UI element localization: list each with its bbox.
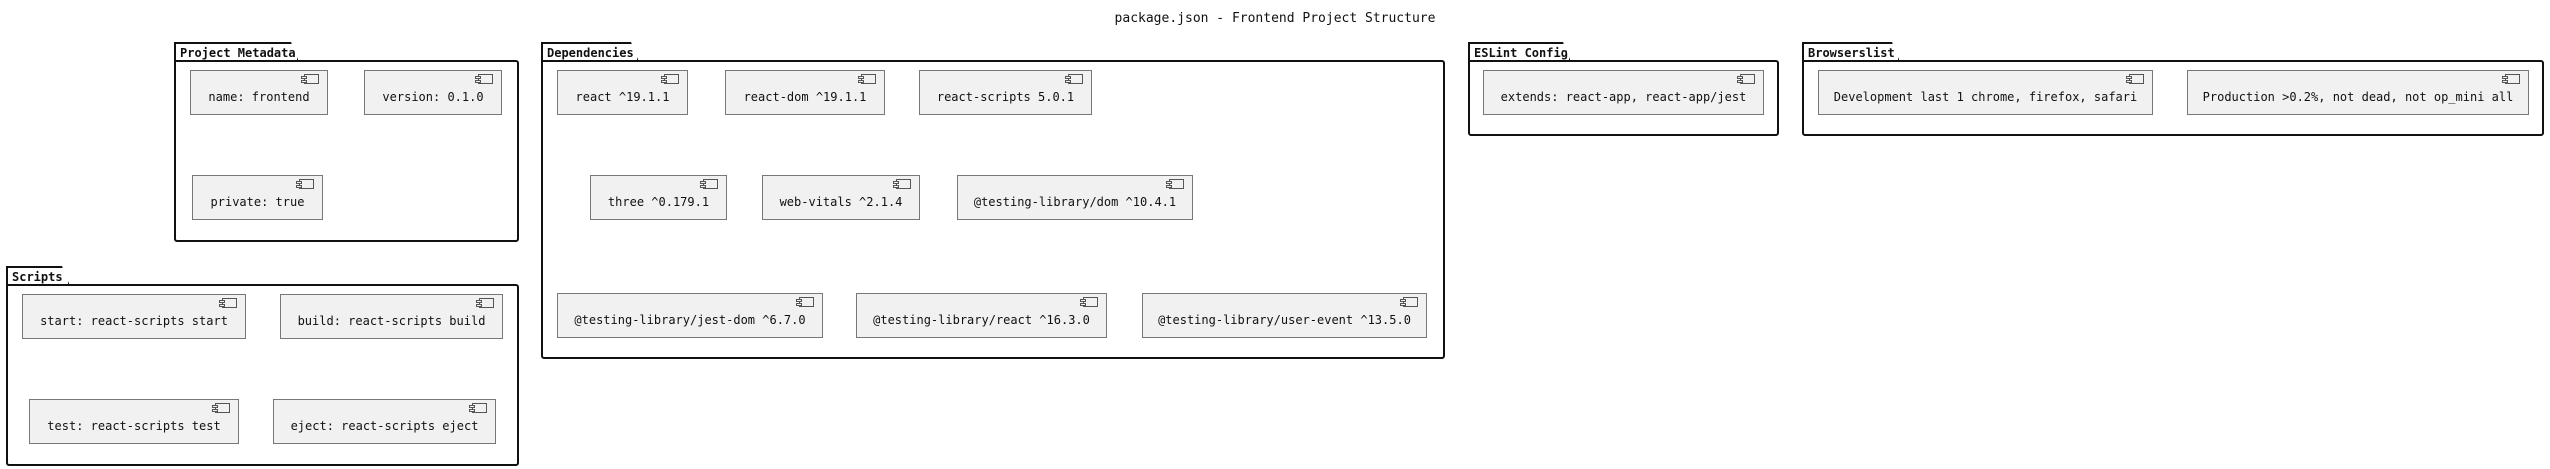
package-label: Browserslist [1802,42,1900,62]
component-testing-jest-dom: @testing-library/jest-dom ^6.7.0 [557,293,823,338]
component-development: Development last 1 chrome, firefox, safa… [1818,70,2153,115]
component-test: test: react-scripts test [29,399,239,444]
component-react: react ^19.1.1 [557,70,688,115]
component-label: Development last 1 chrome, firefox, safa… [1833,89,2138,104]
component-label: eject: react-scripts eject [290,418,479,433]
package-project-metadata: Project Metadata name: frontend version:… [174,42,519,242]
component-icon [661,74,679,84]
component-label: react ^19.1.1 [575,89,670,104]
package-eslint-config: ESLint Config extends: react-app, react-… [1468,42,1779,136]
component-label: @testing-library/react ^16.3.0 [873,312,1090,327]
component-web-vitals: web-vitals ^2.1.4 [762,175,920,220]
component-icon [469,403,487,413]
component-icon [1400,297,1418,307]
component-icon [700,179,718,189]
component-production: Production >0.2%, not dead, not op_mini … [2187,70,2529,115]
component-icon [1080,297,1098,307]
diagram-title: package.json - Frontend Project Structur… [1114,11,1436,26]
component-icon [475,74,493,84]
component-eject: eject: react-scripts eject [273,399,496,444]
package-frame: react ^19.1.1 react-dom ^19.1.1 react-sc… [541,60,1445,359]
package-label: ESLint Config [1468,42,1571,62]
package-frame: start: react-scripts start build: react-… [6,284,519,466]
package-frame: Development last 1 chrome, firefox, safa… [1802,60,2544,136]
component-label: extends: react-app, react-app/jest [1500,89,1747,104]
component-icon [893,179,911,189]
package-browserslist: Browserslist Development last 1 chrome, … [1802,42,2544,136]
component-icon [858,74,876,84]
component-label: private: true [210,194,305,209]
component-icon [219,298,237,308]
component-label: @testing-library/jest-dom ^6.7.0 [574,312,806,327]
component-label: @testing-library/dom ^10.4.1 [973,194,1177,209]
component-icon [296,179,314,189]
component-label: three ^0.179.1 [607,194,710,209]
component-label: react-scripts 5.0.1 [936,89,1075,104]
package-label: Project Metadata [174,42,299,62]
component-name: name: frontend [190,70,328,115]
component-extends: extends: react-app, react-app/jest [1483,70,1764,115]
package-label: Scripts [6,266,70,286]
component-react-scripts: react-scripts 5.0.1 [919,70,1092,115]
component-three: three ^0.179.1 [590,175,727,220]
package-scripts: Scripts start: react-scripts start build… [6,266,519,466]
package-label: Dependencies [541,42,639,62]
component-start: start: react-scripts start [22,294,246,339]
component-label: name: frontend [208,89,310,104]
component-build: build: react-scripts build [280,294,503,339]
component-testing-dom: @testing-library/dom ^10.4.1 [957,175,1193,220]
component-label: test: react-scripts test [47,418,221,433]
component-testing-user-event: @testing-library/user-event ^13.5.0 [1142,293,1427,338]
component-icon [1737,74,1755,84]
package-dependencies: Dependencies react ^19.1.1 react-dom ^19… [541,42,1445,359]
component-react-dom: react-dom ^19.1.1 [725,70,885,115]
component-label: version: 0.1.0 [382,89,484,104]
component-icon [2502,74,2520,84]
component-version: version: 0.1.0 [364,70,502,115]
component-label: build: react-scripts build [297,313,486,328]
component-private: private: true [192,175,323,220]
component-icon [301,74,319,84]
component-label: Production >0.2%, not dead, not op_mini … [2202,89,2514,104]
component-label: start: react-scripts start [40,313,228,328]
component-icon [2126,74,2144,84]
package-frame: extends: react-app, react-app/jest [1468,60,1779,136]
component-label: react-dom ^19.1.1 [743,89,867,104]
component-icon [476,298,494,308]
package-frame: name: frontend version: 0.1.0 private: t… [174,60,519,242]
component-label: web-vitals ^2.1.4 [779,194,903,209]
component-testing-react: @testing-library/react ^16.3.0 [856,293,1107,338]
component-icon [1065,74,1083,84]
component-icon [796,297,814,307]
component-icon [212,403,230,413]
component-icon [1166,179,1184,189]
component-label: @testing-library/user-event ^13.5.0 [1158,312,1411,327]
